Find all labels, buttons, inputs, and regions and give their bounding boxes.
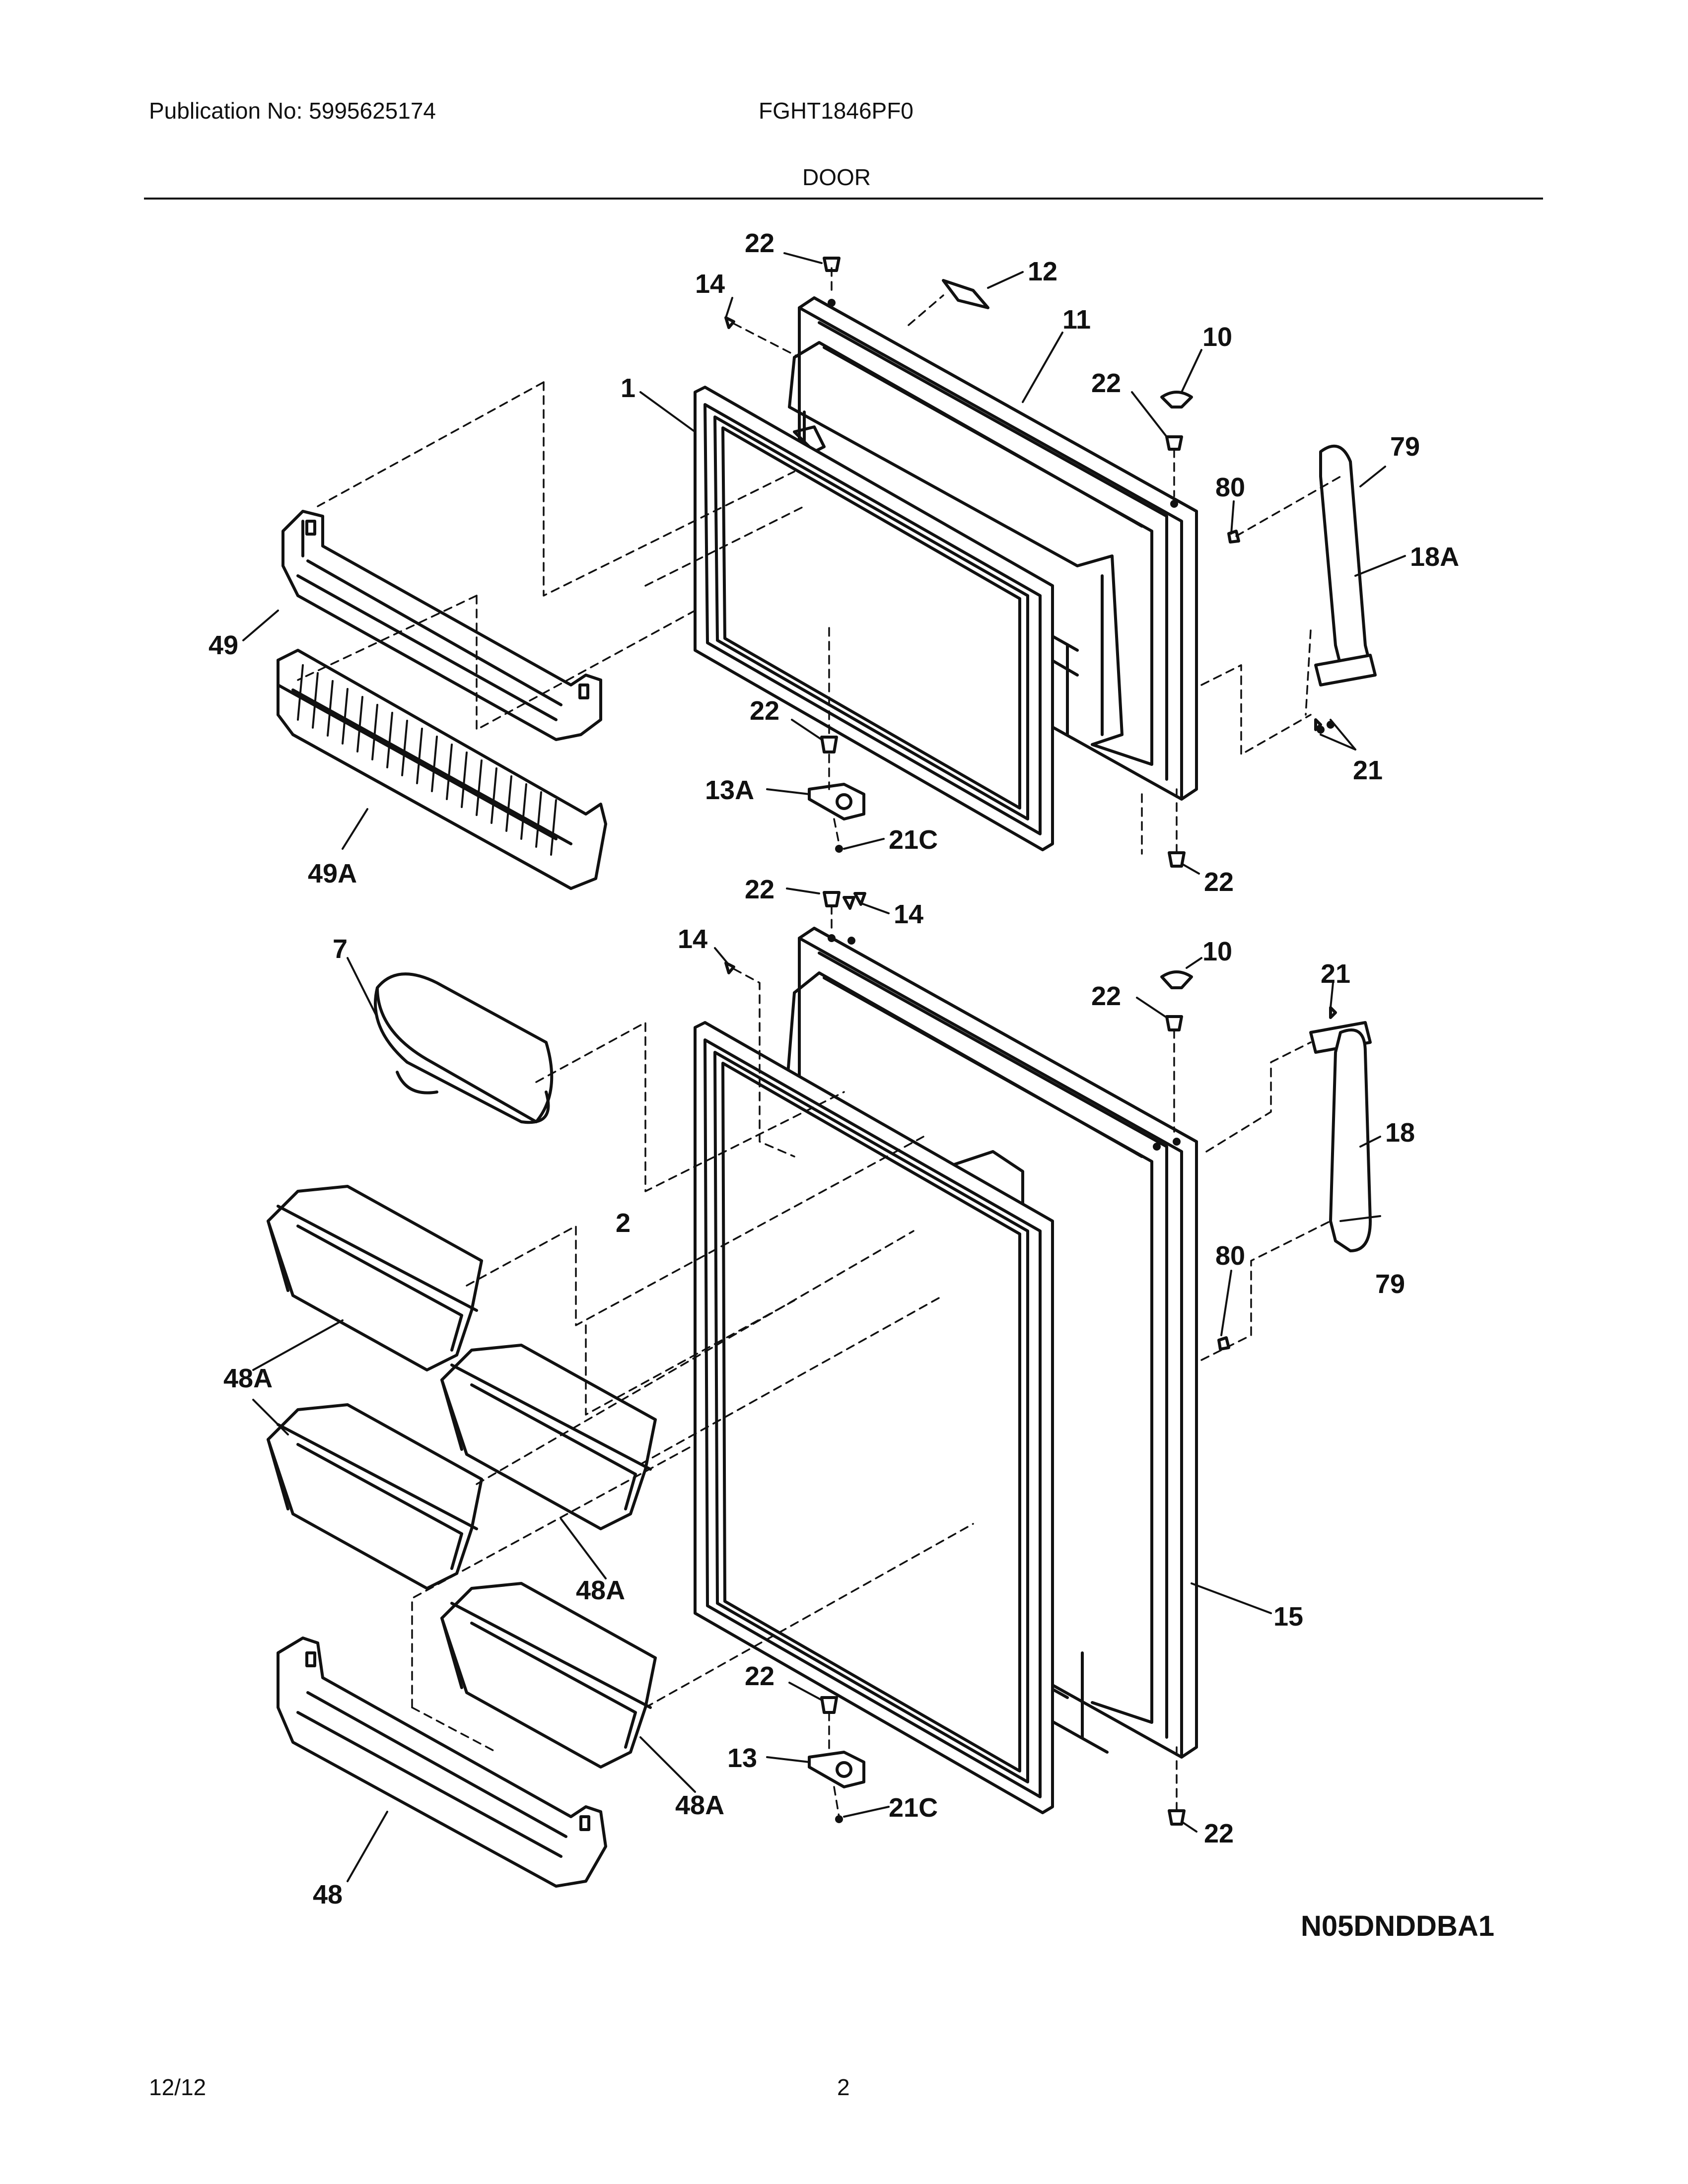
- upper-fasteners: [724, 257, 1322, 868]
- callout-22: 22: [1091, 981, 1121, 1011]
- publication-number: Publication No: 5995625174: [149, 98, 436, 124]
- callout-14: 14: [678, 924, 707, 954]
- callout-1: 1: [621, 373, 635, 403]
- callout-80: 80: [1215, 1241, 1245, 1271]
- callout-49A: 49A: [308, 859, 357, 888]
- callout-22: 22: [745, 228, 774, 258]
- callout-79: 79: [1390, 432, 1420, 462]
- callout-21: 21: [1353, 755, 1383, 785]
- callout-48A: 48A: [675, 1790, 724, 1820]
- dairy-bin-7: [374, 972, 554, 1124]
- callout-79: 79: [1375, 1269, 1405, 1299]
- callout-22: 22: [1204, 867, 1234, 897]
- callout-18A: 18A: [1410, 542, 1459, 572]
- callout-13: 13: [727, 1743, 757, 1773]
- callout-2: 2: [616, 1208, 631, 1238]
- callout-15: 15: [1273, 1602, 1303, 1632]
- wire-shelf-basket: [277, 649, 607, 890]
- fresh-food-door-gasket: [694, 1021, 1054, 1814]
- callout-22: 22: [745, 1661, 774, 1691]
- door-bin-48A-upper-left: [267, 1185, 483, 1371]
- callout-14: 14: [894, 899, 923, 929]
- door-bin-48A-bottom-right: [440, 1582, 657, 1769]
- lower-fasteners: [724, 891, 1337, 1826]
- callout-21C: 21C: [889, 825, 938, 855]
- callout-leader-lines: [242, 252, 1406, 1882]
- section-title: DOOR: [802, 164, 871, 190]
- callout-labels: 22 14 12 11 10 22 1 79 80 18A 49 22 21 1…: [209, 228, 1459, 1910]
- callout-18: 18: [1385, 1118, 1415, 1148]
- callout-7: 7: [333, 934, 348, 964]
- callout-21C: 21C: [889, 1793, 938, 1823]
- assembly-dashed-lines: [297, 267, 1341, 1818]
- door-bin-48A-middle-right: [440, 1344, 657, 1530]
- callout-22: 22: [745, 875, 774, 904]
- callout-22: 22: [1204, 1819, 1234, 1848]
- fresh-food-hinge-13: [808, 1751, 865, 1788]
- callout-21: 21: [1321, 959, 1350, 989]
- footer-page-number: 2: [837, 2074, 850, 2100]
- callout-80: 80: [1215, 473, 1245, 502]
- callout-48: 48: [313, 1880, 343, 1910]
- fresh-food-door-handle: [1309, 1021, 1372, 1252]
- freezer-door-gasket: [694, 386, 1054, 851]
- model-number: FGHT1846PF0: [759, 98, 914, 124]
- diagram-code: N05DNDDBA1: [1301, 1910, 1494, 1942]
- callout-13A: 13A: [705, 775, 754, 805]
- rivet-dots: [828, 299, 1335, 1823]
- callout-48A: 48A: [223, 1364, 273, 1393]
- callout-48A: 48A: [576, 1575, 625, 1605]
- callout-22: 22: [750, 696, 779, 726]
- callout-49: 49: [209, 630, 238, 660]
- callout-14: 14: [695, 269, 725, 299]
- filter-tag: [942, 279, 989, 309]
- upper-shelf-bar: [281, 510, 602, 741]
- callout-22: 22: [1091, 368, 1121, 398]
- callout-10: 10: [1202, 322, 1232, 352]
- lower-door-shelf-48: [277, 1637, 607, 1888]
- freezer-door-handle: [1314, 444, 1377, 686]
- footer-date: 12/12: [149, 2074, 207, 2100]
- door-bin-48A-lower-left: [267, 1403, 483, 1590]
- callout-10: 10: [1202, 937, 1232, 966]
- header-divider: [144, 198, 1543, 200]
- callout-12: 12: [1028, 257, 1057, 286]
- freezer-hinge-13A: [808, 783, 865, 820]
- callout-11: 11: [1062, 305, 1091, 335]
